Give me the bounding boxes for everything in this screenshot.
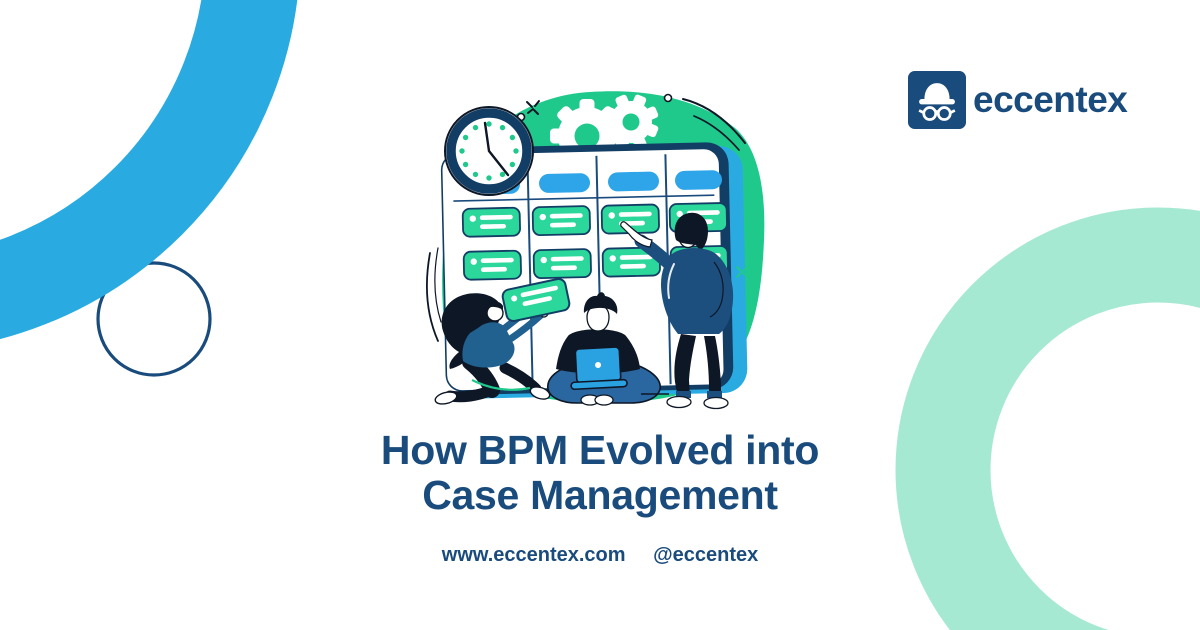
page-title: How BPM Evolved into Case Management (0, 428, 1200, 518)
bowler-hat-glasses-icon (908, 71, 966, 129)
accent-arcs (426, 247, 442, 342)
man-pointing (620, 212, 734, 410)
person-with-laptop (547, 292, 661, 406)
sparkle-icon (526, 100, 540, 115)
laptop-icon (570, 346, 628, 391)
swoosh-lines (682, 98, 746, 151)
left-blue-ring (0, 0, 298, 340)
dot-circle-icon (663, 93, 673, 103)
social-handle: @eccentex (653, 544, 759, 566)
left-navy-circle-outline (96, 261, 212, 377)
logo-wordmark: eccentex (973, 79, 1128, 120)
right-mint-ring (895, 207, 1200, 630)
footer: www.eccentex.com @eccentex (0, 544, 1200, 567)
brand-logo: eccentex (908, 71, 1128, 129)
held-card (501, 277, 571, 323)
green-sparkle-icon (736, 266, 748, 278)
clock-icon (444, 106, 534, 196)
title-line-1: How BPM Evolved into (380, 427, 820, 473)
title-line-2: Case Management (422, 472, 778, 518)
woman-holding-card (434, 277, 571, 405)
website-url: www.eccentex.com (441, 544, 626, 566)
